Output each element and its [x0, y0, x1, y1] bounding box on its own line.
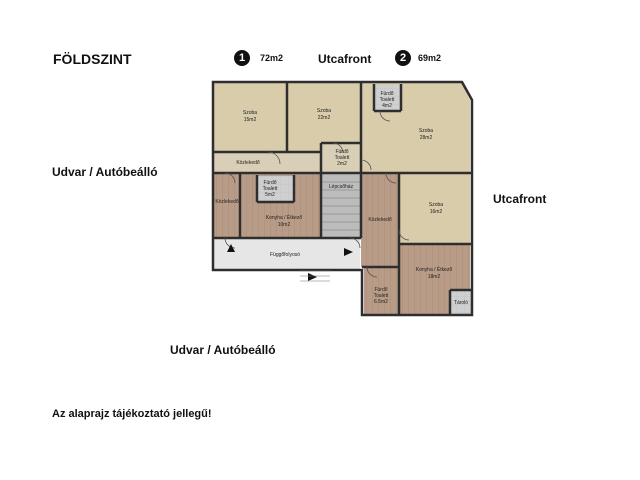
street-label-right: Utcafront — [493, 192, 547, 206]
label-kozlekedo-top: Közlekedő — [236, 160, 260, 166]
room-kozlekedo-top — [214, 152, 321, 173]
room-kozlekedo-left — [214, 174, 240, 237]
entrance-arrow-bottom — [308, 273, 317, 281]
courtyard-label-left: Udvar / Autóbeálló — [52, 165, 158, 179]
label-szoba-28-area: 28m2 — [420, 135, 433, 141]
label-furdo-4: Fürdő — [380, 91, 393, 97]
label-konyha-10-area: 10m2 — [278, 222, 291, 228]
room-furdo-2 — [322, 143, 360, 173]
label-kozlekedo-left: Közlekedő — [215, 199, 239, 205]
label-furdo-2: Fürdő — [335, 149, 348, 155]
label-furdo-4-area: 4m2 — [382, 103, 392, 109]
label-furdo-4-sub: Toalett — [380, 97, 395, 103]
label-furdo-2-area: 2m2 — [337, 161, 347, 167]
room-furdo-4 — [375, 85, 400, 110]
unit-2-area: 72m2 — [260, 53, 284, 63]
label-furdo-65-sub: Toalett — [374, 293, 389, 299]
unit-2-badge: 1 — [234, 50, 250, 66]
label-tarolo: Tároló — [454, 300, 468, 306]
label-szoba-28: Szoba — [419, 128, 433, 134]
label-szoba-22: Szoba — [317, 108, 331, 114]
door-swings — [224, 110, 410, 278]
label-szoba-15: Szoba — [243, 110, 257, 116]
label-szoba-15-area: 15m2 — [244, 117, 257, 123]
unit-1-area: 69m2 — [418, 53, 442, 63]
label-szoba-22-area: 22m2 — [318, 115, 331, 121]
label-furdo-5-sub: Toalett — [263, 186, 278, 192]
room-szoba-22 — [288, 83, 360, 151]
label-furdo-2-sub: Toalett — [335, 155, 350, 161]
courtyard-label-bottom: Udvar / Autóbeálló — [170, 343, 276, 357]
label-konyha-18-area: 18m2 — [428, 274, 441, 280]
label-konyha-18: Konyha / Étkező — [416, 266, 453, 273]
walls — [211, 80, 474, 317]
disclaimer-note: Az alaprajz tájékoztató jellegű! — [52, 408, 212, 420]
room-furdo-65 — [364, 268, 399, 314]
entrance-arrow-right — [344, 248, 353, 256]
room-szoba-15 — [214, 83, 287, 151]
label-szoba-16: Szoba — [429, 202, 443, 208]
room-furdo-5 — [258, 176, 293, 201]
street-label-top: Utcafront — [318, 52, 372, 66]
label-furdo-65-area: 6.5m2 — [374, 299, 388, 305]
label-szoba-16-area: 16m2 — [430, 209, 443, 215]
label-kozlekedo-right: Közlekedő — [368, 217, 392, 223]
room-kozlekedo-right — [361, 174, 399, 267]
label-furdo-65: Fürdő — [374, 287, 387, 293]
room-fuggofolyoso — [214, 238, 360, 269]
label-lepcsohaz: Lépcsőház — [329, 184, 354, 190]
room-szoba-16 — [400, 174, 470, 244]
label-furdo-5: Fürdő — [263, 180, 276, 186]
stair-steps — [322, 181, 360, 231]
floor-title: FÖLDSZINT — [53, 51, 132, 67]
label-fuggofolyoso: Függőfolyosó — [270, 252, 300, 258]
label-furdo-5-area: 5m2 — [265, 192, 275, 198]
entrance-arrow-left — [227, 244, 235, 252]
label-konyha-10: Konyha / Étkező — [266, 214, 303, 221]
unit-1-badge: 2 — [395, 50, 411, 66]
room-tarolo — [451, 291, 472, 314]
